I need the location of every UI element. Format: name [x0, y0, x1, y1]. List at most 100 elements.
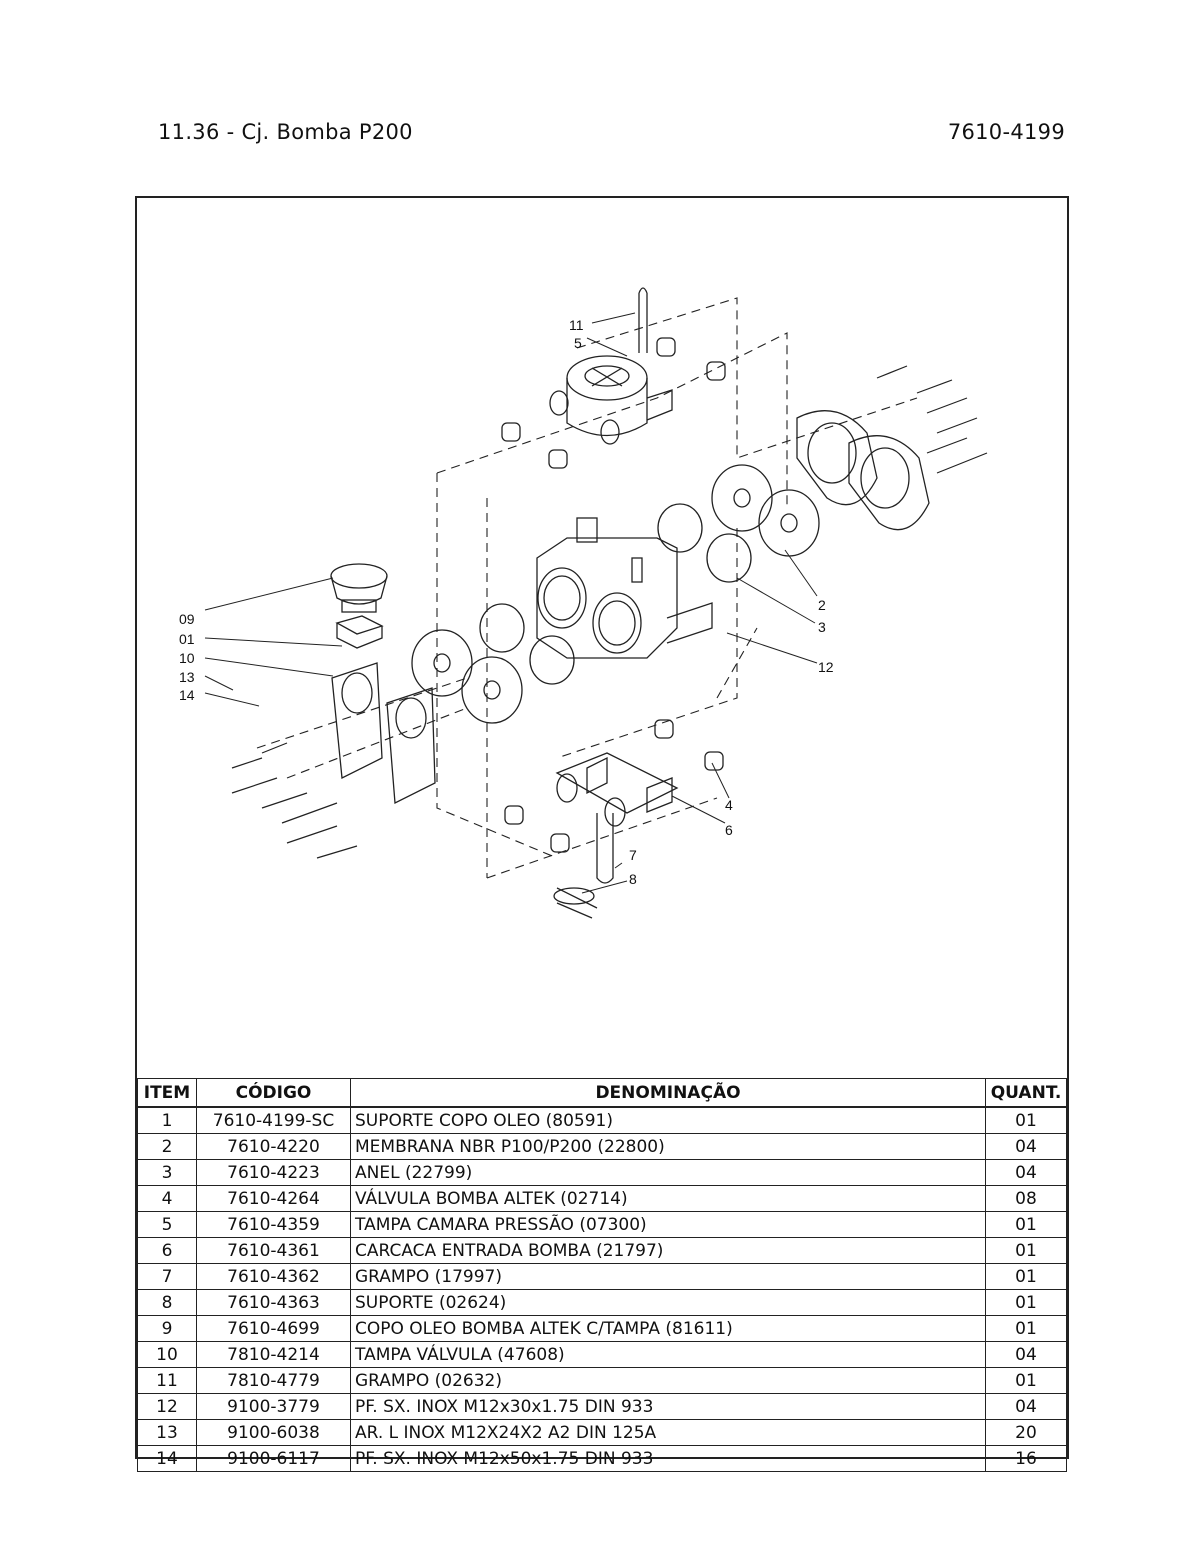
desc-cell: MEMBRANA NBR P100/P200 (22800)	[350, 1133, 986, 1160]
desc-cell: AR. L INOX M12X24X2 A2 DIN 125A	[350, 1419, 986, 1446]
desc-cell: CARCACA ENTRADA BOMBA (21797)	[350, 1237, 986, 1264]
leader-lines	[204, 312, 818, 894]
item-cell: 2	[137, 1133, 197, 1160]
code-cell: 9100-3779	[196, 1393, 351, 1420]
code-cell: 7610-4220	[196, 1133, 351, 1160]
desc-cell: GRAMPO (02632)	[350, 1367, 986, 1394]
callout-14: 14	[179, 687, 195, 703]
callout-6: 6	[725, 822, 733, 838]
callout-12: 12	[818, 659, 834, 675]
qty-cell: 01	[985, 1367, 1067, 1394]
qty-cell: 04	[985, 1393, 1067, 1420]
callout-8: 8	[629, 871, 637, 887]
item-cell: 14	[137, 1445, 197, 1472]
qty-cell: 04	[985, 1341, 1067, 1368]
callout-01: 01	[179, 631, 195, 647]
qty-cell: 01	[985, 1289, 1067, 1316]
bolts-right	[876, 365, 988, 474]
pressure-chamber-cover	[549, 287, 673, 445]
qty-cell: 08	[985, 1185, 1067, 1212]
callout-10: 10	[179, 650, 195, 666]
desc-cell: SUPORTE (02624)	[350, 1289, 986, 1316]
desc-cell: COPO OLEO BOMBA ALTEK C/TAMPA (81611)	[350, 1315, 986, 1342]
exploded-view-svg: 11 5 2 3 12 09 01 10 13 14 4 6 7 8	[179, 287, 988, 919]
pump-head-covers-right	[796, 410, 930, 531]
callout-13: 13	[179, 669, 195, 685]
item-cell: 6	[137, 1237, 197, 1264]
desc-cell: GRAMPO (17997)	[350, 1263, 986, 1290]
col-qty-header: QUANT.	[985, 1078, 1067, 1108]
col-item-header: ITEM	[137, 1078, 197, 1108]
col-desc-header: DENOMINAÇÃO	[350, 1078, 986, 1108]
oil-cup	[330, 563, 388, 649]
drawing-frame: 11 5 2 3 12 09 01 10 13 14 4 6 7 8 ITEM …	[135, 196, 1069, 1472]
code-cell: 7610-4361	[196, 1237, 351, 1264]
code-cell: 9100-6117	[196, 1445, 351, 1472]
desc-cell: TAMPA CAMARA PRESSÃO (07300)	[350, 1211, 986, 1238]
callout-7: 7	[629, 847, 637, 863]
qty-cell: 01	[985, 1106, 1067, 1134]
item-cell: 11	[137, 1367, 197, 1394]
item-cell: 5	[137, 1211, 197, 1238]
desc-cell: PF. SX. INOX M12x50x1.75 DIN 933	[350, 1445, 986, 1472]
pump-main-body	[536, 517, 713, 659]
qty-cell: 01	[985, 1263, 1067, 1290]
callout-labels: 11 5 2 3 12 09 01 10 13 14 4 6 7 8	[179, 317, 834, 887]
membranes-left	[411, 603, 575, 724]
callout-3: 3	[818, 619, 826, 635]
desc-cell: TAMPA VÁLVULA (47608)	[350, 1341, 986, 1368]
qty-cell: 20	[985, 1419, 1067, 1446]
callout-11: 11	[569, 317, 584, 333]
callout-4: 4	[725, 797, 733, 813]
assembly-code: 7610-4199	[947, 120, 1065, 144]
item-cell: 9	[137, 1315, 197, 1342]
clamp-and-support	[553, 813, 614, 919]
desc-cell: VÁLVULA BOMBA ALTEK (02714)	[350, 1185, 986, 1212]
code-cell: 9100-6038	[196, 1419, 351, 1446]
col-code-header: CÓDIGO	[196, 1078, 351, 1108]
code-cell: 7610-4362	[196, 1263, 351, 1290]
desc-cell: PF. SX. INOX M12x30x1.75 DIN 933	[350, 1393, 986, 1420]
code-cell: 7610-4199-SC	[196, 1106, 351, 1134]
valve-set-bottom	[504, 719, 724, 853]
valve-covers-left	[331, 662, 436, 805]
callout-2: 2	[818, 597, 826, 613]
valve-set-top	[501, 337, 726, 469]
callout-5: 5	[574, 335, 582, 351]
qty-cell: 01	[985, 1315, 1067, 1342]
item-cell: 8	[137, 1289, 197, 1316]
code-cell: 7610-4223	[196, 1159, 351, 1186]
item-cell: 7	[137, 1263, 197, 1290]
table-header-row: ITEM CÓDIGO DENOMINAÇÃO QUANT.	[137, 1078, 1067, 1108]
inlet-housing	[555, 752, 679, 827]
code-cell: 7610-4699	[196, 1315, 351, 1342]
code-cell: 7810-4779	[196, 1367, 351, 1394]
desc-cell: SUPORTE COPO OLEO (80591)	[350, 1106, 986, 1134]
code-cell: 7610-4359	[196, 1211, 351, 1238]
item-cell: 4	[137, 1185, 197, 1212]
item-cell: 10	[137, 1341, 197, 1368]
item-cell: 12	[137, 1393, 197, 1420]
item-cell: 3	[137, 1159, 197, 1186]
page-title: 11.36 - Cj. Bomba P200	[158, 120, 413, 144]
qty-cell: 01	[985, 1211, 1067, 1238]
code-cell: 7810-4214	[196, 1341, 351, 1368]
item-cell: 13	[137, 1419, 197, 1446]
qty-cell: 04	[985, 1133, 1067, 1160]
code-cell: 7610-4264	[196, 1185, 351, 1212]
code-cell: 7610-4363	[196, 1289, 351, 1316]
item-cell: 1	[137, 1106, 197, 1134]
